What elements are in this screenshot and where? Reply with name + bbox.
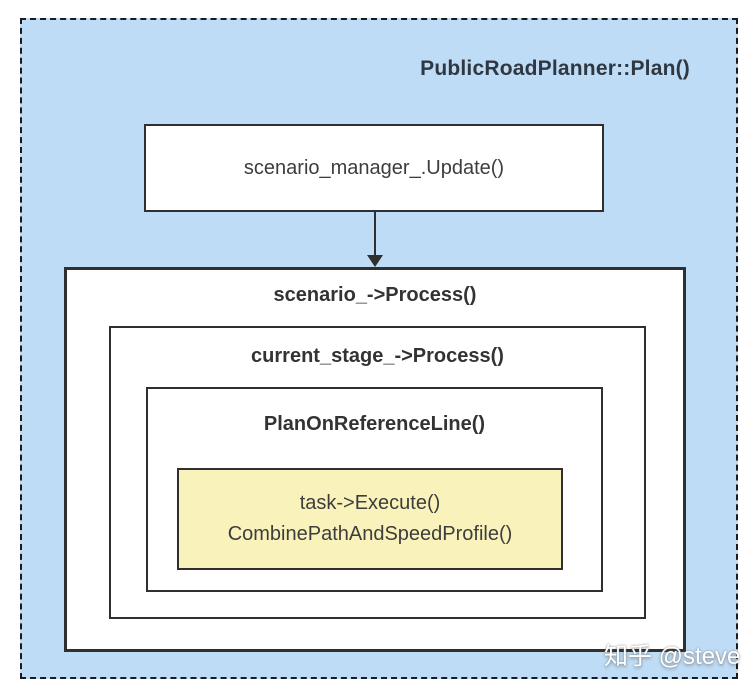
flow-arrow-head-icon (367, 255, 383, 267)
zhihu-watermark: 知乎 @steve (604, 643, 741, 670)
diagram-title: PublicRoadPlanner::Plan() (420, 57, 690, 81)
node-plan-on-reference-line-label: PlanOnReferenceLine() (263, 413, 486, 435)
node-scenario-manager-update-label: scenario_manager_.Update() (243, 156, 505, 179)
node-scenario-manager-update: scenario_manager_.Update() (144, 124, 604, 212)
node-task-execute-line1: task->Execute() (299, 492, 441, 514)
node-task-execute-line2: CombinePathAndSpeedProfile() (227, 523, 513, 545)
node-task-execute: task->Execute() CombinePathAndSpeedProfi… (177, 468, 563, 570)
diagram-title-text: PublicRoadPlanner::Plan() (420, 57, 690, 80)
node-scenario-process-label: scenario_->Process() (273, 284, 477, 306)
flow-arrow-line (374, 212, 376, 257)
plan-scope-frame: PublicRoadPlanner::Plan() scenario_manag… (20, 18, 738, 679)
node-current-stage-process-label: current_stage_->Process() (251, 345, 504, 367)
